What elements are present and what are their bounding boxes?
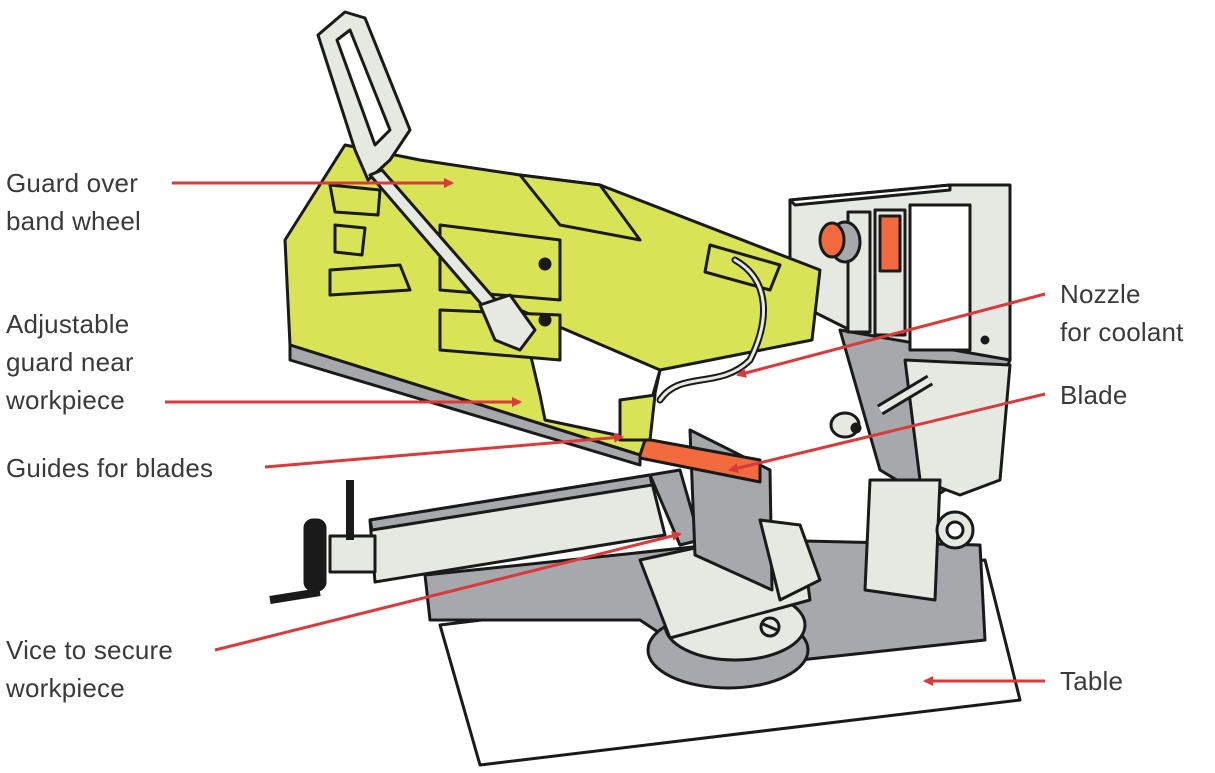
label-guard-over-band-wheel: Guard over band wheel — [6, 168, 141, 236]
arrow-nozzle — [736, 292, 1046, 378]
label-vice: Vice to secure workpiece — [6, 635, 174, 703]
label-blade: Blade — [1060, 380, 1128, 410]
label-nozzle-for-coolant: Nozzle for coolant — [1060, 279, 1184, 347]
label-adjustable-guard: Adjustable guard near workpiece — [6, 309, 134, 415]
label-guides-for-blades: Guides for blades — [6, 453, 214, 483]
coolant-hose-illustration — [656, 256, 767, 404]
label-table: Table — [1060, 666, 1124, 696]
arrow-guides — [264, 432, 624, 469]
arrow-blade — [728, 392, 1046, 473]
handle-illustration — [316, 10, 537, 352]
arrow-vice — [214, 531, 682, 652]
guard-illustration — [283, 143, 822, 467]
callout-arrows — [165, 178, 1046, 686]
motor-housing-illustration — [788, 183, 1012, 602]
